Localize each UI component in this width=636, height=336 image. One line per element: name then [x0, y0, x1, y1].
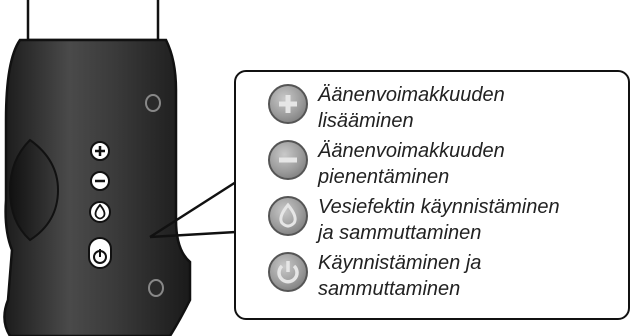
power-icon [268, 252, 308, 292]
minus-icon [268, 140, 308, 180]
device-minus-button [90, 171, 110, 191]
plus-icon [268, 84, 308, 124]
device-power-button [88, 237, 112, 269]
legend-text-volume-down: Äänenvoimakkuuden pienentäminen [318, 140, 505, 188]
legend-item-power: Käynnistäminen ja sammuttaminen [268, 250, 628, 306]
side-recess [8, 138, 60, 242]
legend-item-water-effect: Vesiefektin käynnistäminen ja sammuttami… [268, 194, 628, 250]
legend-text-volume-up: Äänenvoimakkuuden lisääminen [318, 84, 505, 132]
water-drop-icon [268, 196, 308, 236]
device-water-button [89, 201, 111, 223]
device-plus-button [90, 141, 110, 161]
legend-item-volume-down: Äänenvoimakkuuden pienentäminen [268, 138, 628, 194]
legend-item-volume-up: Äänenvoimakkuuden lisääminen [268, 82, 628, 138]
screw-hole-bottom [148, 279, 164, 297]
legend-text-water-effect: Vesiefektin käynnistäminen ja sammuttami… [318, 196, 560, 244]
screw-hole-top [145, 94, 161, 112]
legend-text-power: Käynnistäminen ja sammuttaminen [318, 252, 482, 300]
stem-outline [26, 0, 160, 42]
callout-pointer [149, 180, 237, 239]
